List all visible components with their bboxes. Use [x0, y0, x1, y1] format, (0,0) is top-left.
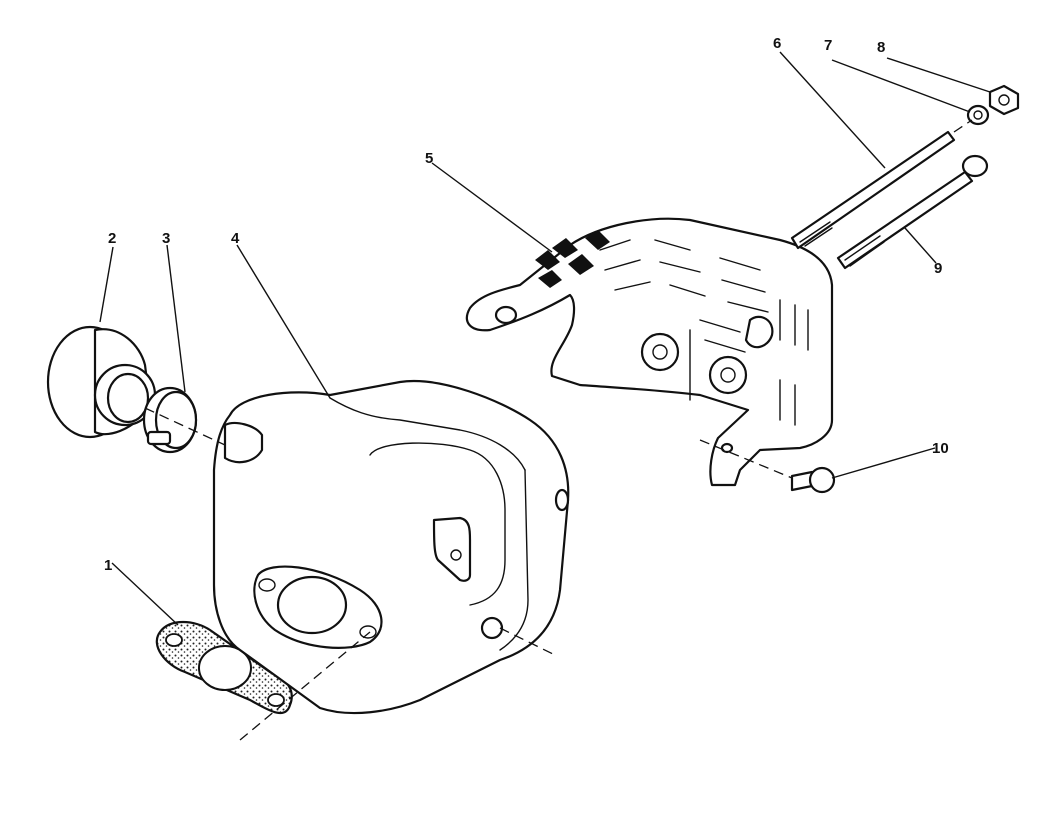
callout-labels: 1 2 3 4 5 6 7 8 9 10	[104, 35, 949, 574]
heat-shield-part	[465, 217, 834, 487]
washer-part	[966, 104, 990, 126]
callout-1: 1	[104, 557, 112, 574]
deflector-part	[46, 325, 157, 439]
callout-5: 5	[425, 150, 433, 167]
callout-2: 2	[108, 230, 116, 247]
screw-part	[790, 466, 836, 494]
nut-part	[988, 84, 1020, 116]
leader-lines	[99, 51, 991, 741]
muffler-part	[212, 380, 570, 715]
callout-3: 3	[162, 230, 170, 247]
callout-10: 10	[932, 440, 949, 457]
callout-7: 7	[824, 37, 832, 54]
callout-4: 4	[231, 230, 240, 247]
gasket-part	[155, 620, 293, 715]
bolt-part	[836, 154, 989, 270]
callout-6: 6	[773, 35, 781, 52]
clamp-part	[142, 386, 198, 454]
callout-9: 9	[934, 260, 942, 277]
callout-8: 8	[877, 39, 885, 56]
stud-part	[790, 130, 956, 250]
